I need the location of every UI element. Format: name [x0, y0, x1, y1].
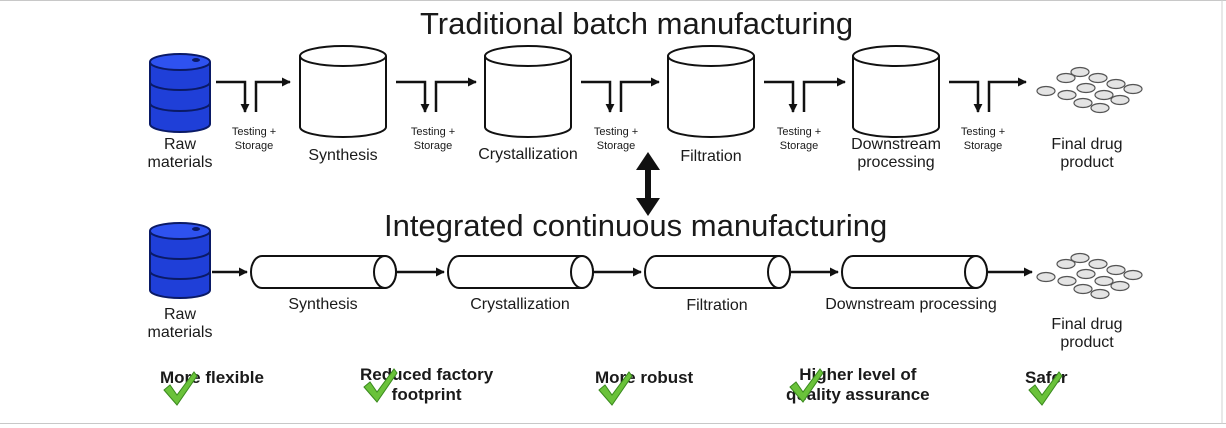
benefit-label: Reduced factory footprint — [360, 365, 494, 405]
pills-icon — [1036, 66, 1143, 114]
continuous-synthesis-label: Synthesis — [288, 296, 358, 313]
detour-arrow — [949, 77, 1027, 113]
checkmark-icon — [598, 371, 633, 406]
batch-synthesis-label: Synthesis — [308, 147, 378, 164]
double-arrow — [636, 152, 660, 216]
detour-arrow — [396, 77, 477, 113]
testing-storage-label: Testing + Storage — [960, 126, 1006, 153]
downstream-tube-icon — [841, 255, 988, 289]
barrel-icon — [149, 222, 211, 299]
batch-raw-materials-label: Raw materials — [147, 136, 213, 172]
pills-icon — [1036, 252, 1143, 300]
benefit-item: More flexible — [160, 368, 264, 406]
checkmark-icon — [363, 368, 398, 403]
batch-crystallization-label: Crystallization — [478, 146, 578, 163]
batch-filtration-label: Filtration — [680, 148, 742, 165]
detour-arrow — [764, 77, 846, 113]
continuous-downstream-label: Downstream processing — [825, 296, 997, 313]
synthesis-tube-icon — [250, 255, 397, 289]
testing-storage-label: Testing + Storage — [776, 126, 822, 153]
benefit-item: More robust — [595, 368, 694, 406]
filtration-tube-icon — [644, 255, 791, 289]
benefit-item: Higher level of quality assurance — [786, 365, 930, 406]
benefit-item: Reduced factory footprint — [360, 365, 493, 406]
batch-final-product-label: Final drug product — [1051, 136, 1123, 172]
testing-storage-label: Testing + Storage — [410, 126, 456, 153]
batch-title: Traditional batch manufacturing — [420, 6, 854, 41]
checkmark-icon — [1028, 371, 1063, 406]
barrel-icon — [149, 53, 211, 133]
downstream-vessel-icon — [852, 45, 940, 138]
checkmark-icon — [789, 368, 824, 403]
detour-arrow — [216, 77, 291, 113]
benefit-label: More robust — [595, 368, 694, 387]
continuous-filtration-label: Filtration — [686, 297, 748, 314]
continuous-title: Integrated continuous manufacturing — [384, 208, 888, 243]
continuous-crystallization-label: Crystallization — [470, 296, 570, 313]
crystallization-tube-icon — [447, 255, 594, 289]
crystallization-vessel-icon — [484, 45, 572, 138]
batch-downstream-label: Downstream processing — [851, 136, 941, 172]
filtration-vessel-icon — [667, 45, 755, 138]
continuous-raw-materials-label: Raw materials — [147, 306, 213, 342]
continuous-final-product-label: Final drug product — [1051, 316, 1123, 352]
detour-arrow — [581, 77, 660, 113]
testing-storage-label: Testing + Storage — [231, 126, 277, 153]
benefit-item: Safer — [1025, 368, 1068, 406]
testing-storage-label: Testing + Storage — [593, 126, 639, 153]
synthesis-vessel-icon — [299, 45, 387, 138]
checkmark-icon — [163, 371, 198, 406]
